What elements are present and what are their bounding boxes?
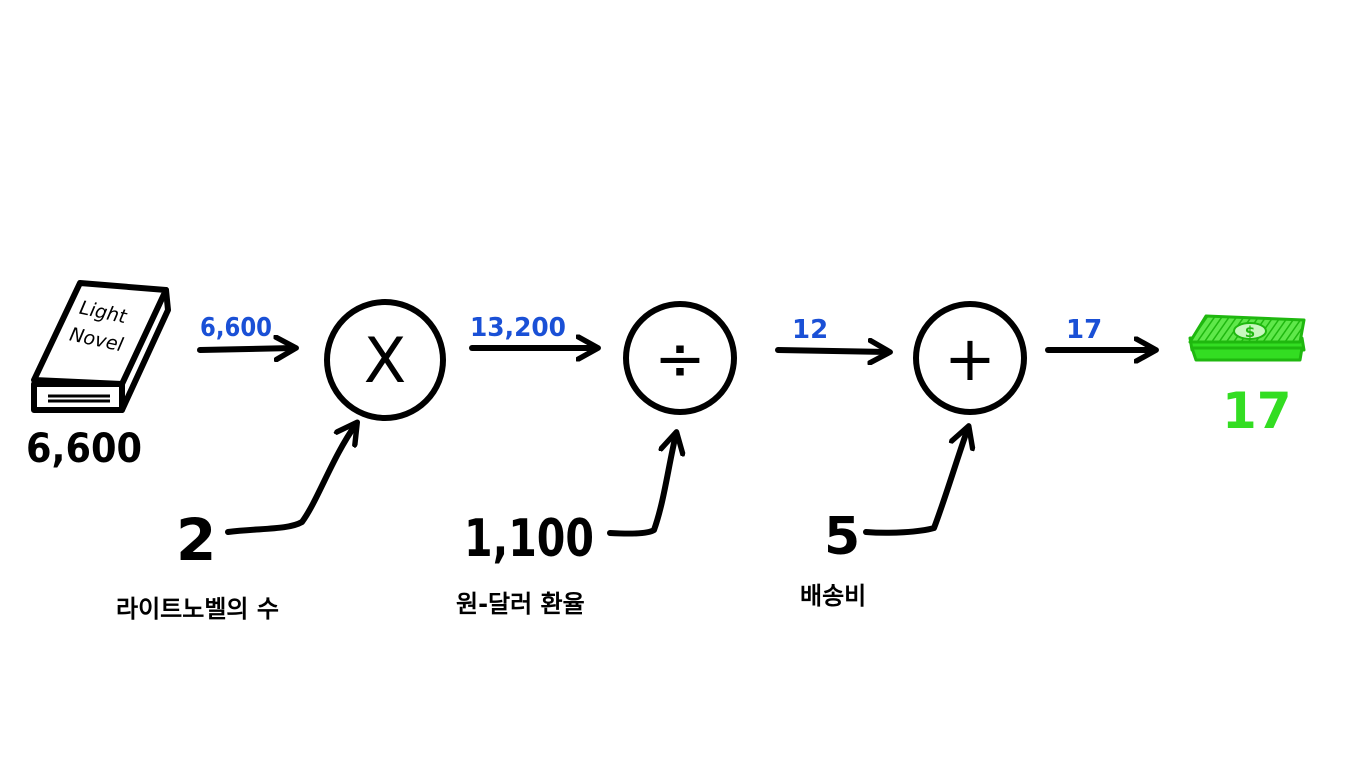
input-label-book-count: 라이트노벨의 수	[116, 595, 279, 623]
multiply-symbol: X	[364, 324, 406, 397]
result-value: 17	[1222, 382, 1292, 440]
book-cover-title-line2: Novel	[68, 324, 126, 357]
arrow-shipping-fee-to-add	[863, 428, 968, 536]
edge-value-book-to-multiply: 6,600	[200, 313, 272, 343]
input-value-shipping-fee: 5	[824, 507, 860, 567]
cash-stack-icon: $	[1188, 314, 1306, 362]
edge-value-multiply-to-divide: 13,200	[470, 313, 566, 343]
arrow-book-to-multiply	[197, 348, 294, 350]
arrow-book-count-to-multiply	[225, 424, 356, 535]
input-label-shipping-fee: 배송비	[800, 582, 866, 610]
cash-dollar-sign: $	[1245, 323, 1255, 341]
multiply-operator-node: X	[324, 299, 446, 421]
input-value-book-count: 2	[176, 506, 216, 574]
add-operator-node: +	[913, 301, 1027, 415]
add-symbol: +	[944, 322, 996, 395]
book-price: 6,600	[26, 426, 142, 472]
edge-value-add-to-result: 17	[1066, 315, 1102, 345]
book-cover-title-line1: Light	[77, 297, 129, 329]
arrow-divide-to-add	[775, 350, 888, 352]
input-label-exchange-rate: 원-달러 환율	[456, 590, 585, 618]
light-novel-book-icon: Light Novel	[31, 280, 171, 413]
arrow-exchange-rate-to-divide	[607, 434, 676, 537]
edge-value-divide-to-add: 12	[792, 315, 828, 345]
divide-symbol: ÷	[654, 322, 706, 395]
input-value-exchange-rate: 1,100	[464, 509, 594, 569]
divide-operator-node: ÷	[623, 301, 737, 415]
